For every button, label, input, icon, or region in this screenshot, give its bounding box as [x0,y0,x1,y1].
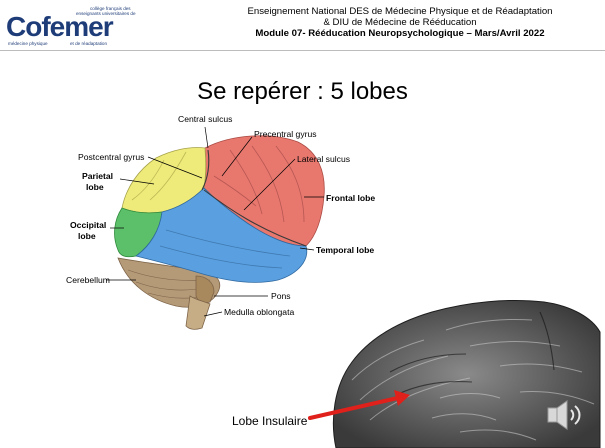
header-divider [0,50,605,51]
lateral-sulcus-line [203,189,307,247]
insula-brain-outline [332,299,601,448]
insula-arrow [308,390,410,420]
logo-brand: Cofemer [6,11,114,42]
insula-label: Lobe Insulaire [232,414,308,428]
temporal-gyri [159,229,291,269]
header-line-1: Enseignement National DES de Médecine Ph… [247,6,553,17]
slide-title: Se repérer : 5 lobes [197,78,408,105]
logo-tagline-2: enseignants universitaires de [76,11,136,16]
medulla-region [185,295,211,330]
parietal-lobe-leader [119,178,155,185]
label-parietal-lobe-line2: lobe [86,182,104,192]
insula-gyri [351,319,595,441]
postcentral-gyrus-leader [147,156,203,179]
central-sulcus-leader [204,126,209,149]
pons-region [195,275,215,304]
label-occipital-lobe-line1: Occipital [70,220,106,230]
header-line-2: & DIU de Médecine de Rééducation [323,17,477,28]
label-frontal-lobe: Frontal lobe [326,193,375,203]
parietal-gyri [131,151,187,201]
temporal-lobe-region [135,187,308,283]
medulla-leader [203,311,223,317]
label-parietal-lobe-line1: Parietal [82,171,113,181]
cofemer-logo: collège français des enseignants univers… [6,4,146,46]
label-precentral-gyrus: Precentral gyrus [254,129,317,139]
course-header: Enseignement National DES de Médecine Ph… [200,6,600,39]
speaker-icon[interactable] [547,400,581,430]
insula-brain-illustration [332,299,601,448]
precentral-gyrus-leader [221,136,253,177]
label-central-sulcus: Central sulcus [178,114,232,124]
lateral-brain-diagram: Central sulcus Precentral gyrus Postcent… [66,114,375,330]
label-medulla: Medulla oblongata [224,307,294,317]
label-lateral-sulcus: Lateral sulcus [297,154,350,164]
central-sulcus-line [201,149,210,191]
label-pons: Pons [271,291,291,301]
logo-tagline-bottom-left: médecine physique [8,41,48,46]
label-postcentral-gyrus: Postcentral gyrus [78,152,144,162]
label-occipital-lobe-line2: lobe [78,231,96,241]
logo-tagline-bottom-right: et de réadaptation [70,41,108,46]
label-cerebellum: Cerebellum [66,275,110,285]
frontal-gyri [213,145,305,223]
leader-lines [106,126,324,317]
temporal-lobe-leader [299,247,315,251]
label-temporal-lobe: Temporal lobe [316,245,374,255]
header-line-3: Module 07- Rééducation Neuropsychologiqu… [255,28,545,39]
insula-sulci [389,311,555,395]
lateral-sulcus-leader [243,158,296,211]
logo-tagline-1: collège français des [90,6,131,11]
